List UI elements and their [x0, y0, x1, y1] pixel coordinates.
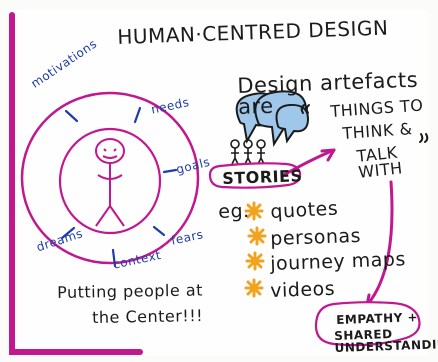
empathy-arrow [365, 180, 394, 307]
people-circles [20, 91, 200, 265]
bullet-asterisk-3 [245, 251, 265, 271]
outer-circle [20, 91, 200, 265]
example-personas: personas [269, 224, 362, 250]
orbit-ticks [60, 106, 178, 268]
stories-box [208, 162, 302, 189]
small-people-icons [230, 139, 266, 165]
bullet-asterisk-1 [244, 201, 264, 221]
stories-label: STORIES [221, 166, 303, 188]
inner-circle [58, 127, 162, 235]
eg-label: eg. [217, 199, 250, 223]
bullet-asterisks [244, 201, 267, 298]
example-videos: videos [269, 277, 336, 302]
bullet-asterisk-2 [247, 226, 267, 246]
empathy-line-2: SHARED UNDERSTANDING [333, 326, 438, 355]
speech-bubble-icon-3 [275, 103, 310, 144]
bullet-asterisk-4 [244, 278, 264, 298]
example-quotes: quotes [269, 197, 339, 223]
empathy-line-1: EMPATHY + [335, 310, 419, 327]
quote-marks [300, 104, 429, 143]
stick-figure-icon [95, 138, 125, 227]
speech-bubbles [235, 90, 310, 147]
empathy-box [314, 301, 421, 347]
example-journey-maps: journey maps [269, 248, 407, 275]
caption-line-1: Putting people at [56, 280, 204, 302]
caption-line-2: the Center!!! [91, 306, 204, 327]
stories-arrow-head [320, 148, 336, 162]
